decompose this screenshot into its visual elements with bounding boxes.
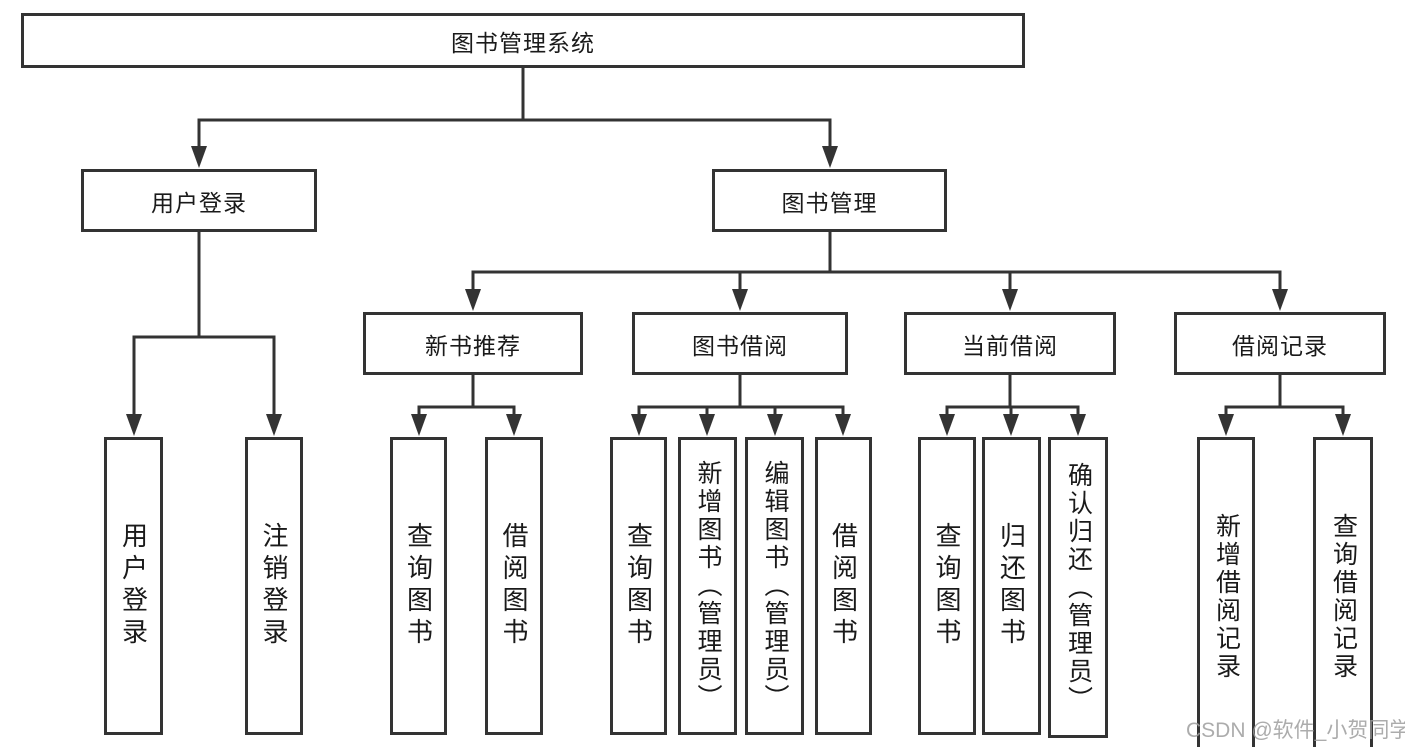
leaf-borrow-borrow: 借阅图书 — [815, 437, 872, 735]
watermark: CSDN @软件_小贺同学 — [1186, 719, 1405, 742]
node-borrow-records-label: 借阅记录 — [1232, 332, 1328, 359]
node-new-book-recommend-label: 新书推荐 — [425, 332, 521, 359]
node-book-management-label: 图书管理 — [781, 189, 878, 216]
leaf-current-confirm-admin-label: 确认归还（管理员） — [1064, 461, 1093, 714]
node-new-book-recommend: 新书推荐 — [363, 312, 583, 375]
leaf-records-add: 新增借阅记录 — [1197, 437, 1255, 747]
leaf-borrow-edit-admin-label: 编辑图书（管理员） — [761, 460, 789, 712]
node-user-login: 用户登录 — [81, 169, 317, 232]
node-root: 图书管理系统 — [21, 13, 1025, 68]
leaf-current-query: 查询图书 — [918, 437, 976, 735]
leaf-current-confirm-admin: 确认归还（管理员） — [1048, 437, 1108, 738]
leaf-borrow-add-admin: 新增图书（管理员） — [678, 437, 737, 735]
node-book-borrowing-label: 图书借阅 — [692, 332, 788, 359]
node-borrow-records: 借阅记录 — [1174, 312, 1386, 375]
leaf-current-return-label: 归还图书 — [996, 522, 1027, 650]
leaf-newbooks-borrow-label: 借阅图书 — [499, 522, 529, 650]
node-book-borrowing: 图书借阅 — [632, 312, 848, 375]
leaf-borrow-query: 查询图书 — [610, 437, 667, 735]
leaf-logout: 注销登录 — [245, 437, 303, 735]
node-current-borrowing: 当前借阅 — [904, 312, 1116, 375]
leaf-newbooks-query-label: 查询图书 — [403, 522, 434, 650]
leaf-borrow-add-admin-label: 新增图书（管理员） — [694, 460, 722, 712]
leaf-records-add-label: 新增借阅记录 — [1212, 513, 1241, 681]
node-current-borrowing-label: 当前借阅 — [962, 332, 1058, 359]
leaf-records-query-label: 查询借阅记录 — [1329, 513, 1358, 681]
leaf-borrow-query-label: 查询图书 — [623, 522, 654, 650]
leaf-borrow-borrow-label: 借阅图书 — [828, 522, 859, 650]
leaf-newbooks-borrow: 借阅图书 — [485, 437, 543, 735]
node-root-label: 图书管理系统 — [451, 29, 595, 56]
leaf-user-login: 用户登录 — [104, 437, 163, 735]
node-user-login-label: 用户登录 — [151, 189, 247, 216]
node-book-management: 图书管理 — [712, 169, 947, 232]
leaf-user-login-label: 用户登录 — [118, 522, 149, 650]
leaf-logout-label: 注销登录 — [259, 522, 289, 650]
leaf-records-query: 查询借阅记录 — [1313, 437, 1373, 747]
leaf-current-query-label: 查询图书 — [932, 522, 962, 650]
leaf-current-return: 归还图书 — [982, 437, 1041, 735]
leaf-borrow-edit-admin: 编辑图书（管理员） — [745, 437, 804, 735]
leaf-newbooks-query: 查询图书 — [390, 437, 447, 735]
